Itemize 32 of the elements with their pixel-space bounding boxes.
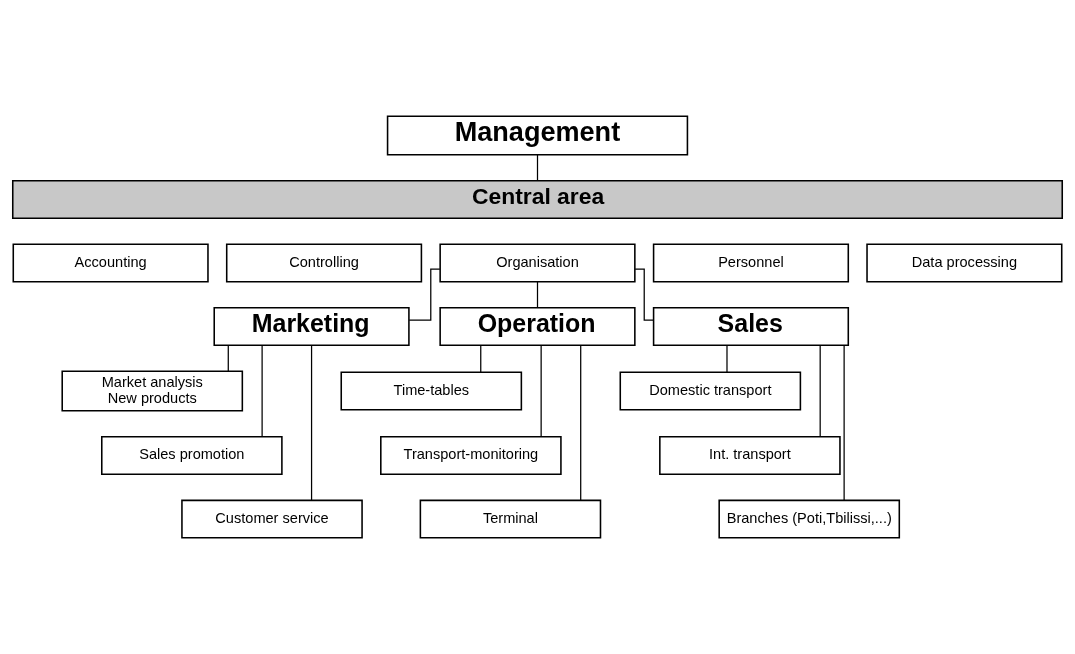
- connector: [843, 344, 845, 501]
- connector: [536, 154, 539, 182]
- connector: [408, 268, 441, 321]
- node-box: Controlling: [225, 243, 423, 283]
- connector: [819, 344, 821, 438]
- node-box: Time-tables: [340, 371, 523, 411]
- node-box: Accounting: [12, 243, 209, 283]
- node-box: Management: [386, 115, 689, 156]
- node-box: Market analysis New products: [61, 370, 244, 412]
- node-box: Int. transport: [659, 436, 841, 476]
- connector: [580, 344, 582, 501]
- node-box: Branches (Poti,Tbilissi,...): [718, 499, 901, 539]
- node-box: Sales: [652, 306, 850, 346]
- node-box: Domestic transport: [619, 371, 802, 411]
- connector: [726, 344, 728, 373]
- node-box: Personnel: [652, 243, 850, 283]
- connector: [261, 344, 263, 438]
- node-box: Transport-monitoring: [380, 436, 562, 476]
- connector: [480, 344, 482, 373]
- node-box: Central area: [11, 179, 1064, 219]
- connector: [227, 344, 229, 372]
- node-box: Operation: [439, 306, 636, 346]
- node-box: Data processing: [866, 243, 1063, 283]
- node-box: Customer service: [181, 499, 363, 539]
- node-box: Marketing: [213, 306, 410, 346]
- connector: [536, 281, 539, 309]
- node-box: Sales promotion: [101, 436, 283, 476]
- node-box: Terminal: [419, 499, 602, 539]
- connector: [310, 344, 313, 501]
- connector: [540, 344, 542, 438]
- connector: [634, 268, 654, 321]
- node-box: Organisation: [439, 243, 636, 283]
